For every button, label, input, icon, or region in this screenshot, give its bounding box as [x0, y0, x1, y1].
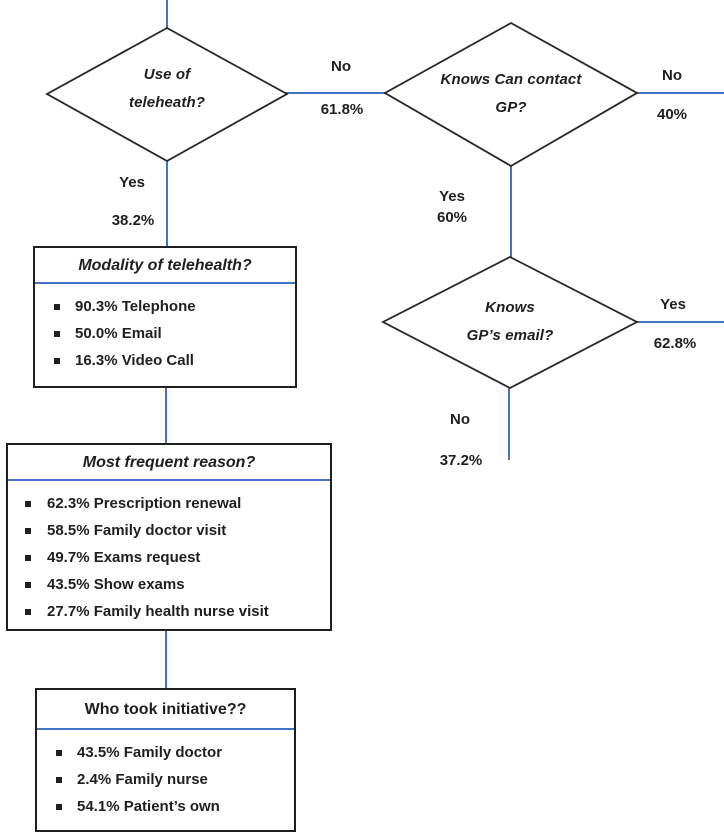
initiative-list: 43.5% Family doctor 2.4% Family nurse 54… — [37, 739, 294, 820]
list-item: 54.1% Patient’s own — [37, 793, 294, 820]
list-item: 16.3% Video Call — [35, 347, 295, 374]
list-item: 43.5% Show exams — [8, 571, 330, 598]
edge-answer-d3-no: No — [450, 411, 470, 428]
diamond-use-of-telehealth — [45, 26, 289, 163]
diamond-label-use-of-telehealth: Use of teleheath? — [67, 61, 267, 117]
edge-percent-d1-no: 61.8% — [320, 101, 364, 118]
info-box-modality: Modality of telehealth? 90.3% Telephone … — [33, 246, 297, 388]
list-item: 50.0% Email — [35, 320, 295, 347]
list-item: 49.7% Exams request — [8, 544, 330, 571]
diamond-label-line: Knows — [485, 299, 535, 316]
diamond-label-knows-gp-email: Knows GP’s email? — [400, 294, 620, 350]
list-item: 62.3% Prescription renewal — [8, 490, 330, 517]
box-title-initiative: Who took initiative?? — [37, 690, 294, 730]
diamond-label-line: Knows Can contact — [440, 71, 582, 88]
edge-answer-d2-no: No — [662, 67, 682, 84]
box-title-modality: Modality of telehealth? — [35, 248, 295, 284]
diamond-label-knows-can-contact-gp: Knows Can contact GP? — [401, 66, 621, 122]
edge-percent-d1-yes: 38.2% — [111, 212, 155, 229]
list-item: 43.5% Family doctor — [37, 739, 294, 766]
diamond-label-line: GP? — [495, 99, 527, 116]
list-item: 58.5% Family doctor visit — [8, 517, 330, 544]
info-box-reason: Most frequent reason? 62.3% Prescription… — [6, 443, 332, 631]
edge-answer-d1-no: No — [331, 58, 351, 75]
list-item: 90.3% Telephone — [35, 293, 295, 320]
list-item: 2.4% Family nurse — [37, 766, 294, 793]
edge-percent-d3-yes: 62.8% — [653, 335, 697, 352]
diamond-knows-can-contact-gp — [383, 21, 639, 168]
edge-percent-d2-yes: 60% — [436, 209, 468, 226]
decision-diamonds — [45, 21, 639, 390]
edge-answer-d1-yes: Yes — [119, 174, 145, 191]
reason-list: 62.3% Prescription renewal 58.5% Family … — [8, 490, 330, 625]
connector-lines — [165, 0, 724, 689]
diamond-label-line: Use of — [143, 66, 191, 83]
modality-list: 90.3% Telephone 50.0% Email 16.3% Video … — [35, 293, 295, 374]
edge-answer-d2-yes: Yes — [439, 188, 465, 205]
diamond-knows-gp-email — [381, 255, 639, 390]
edge-answer-d3-yes: Yes — [660, 296, 686, 313]
edge-percent-d2-no: 40% — [656, 106, 688, 123]
diamond-label-line: GP’s email? — [466, 327, 554, 344]
list-item: 27.7% Family health nurse visit — [8, 598, 330, 625]
diamond-label-line: teleheath? — [128, 94, 205, 111]
box-title-reason: Most frequent reason? — [8, 445, 330, 481]
info-box-initiative: Who took initiative?? 43.5% Family docto… — [35, 688, 296, 832]
edge-percent-d3-no: 37.2% — [439, 452, 483, 469]
